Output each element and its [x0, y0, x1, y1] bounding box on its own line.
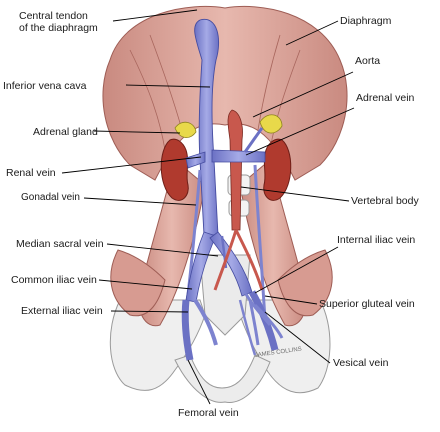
renal-vein-left	[185, 151, 206, 169]
label-internal-iliac-vein: Internal iliac vein	[337, 234, 416, 246]
common-iliac-vein-right	[209, 231, 253, 297]
iliac-arteries	[213, 229, 264, 291]
pelvic-bone-right	[239, 299, 331, 394]
label-central-tendon: Central tendon of the diaphragm	[19, 10, 119, 34]
adrenal-vein-right	[243, 127, 264, 153]
pubic-bone	[174, 354, 271, 403]
iliacus-left	[110, 249, 166, 317]
label-adrenal-gland: Adrenal gland	[33, 126, 98, 138]
label-adrenal-vein: Adrenal vein	[356, 92, 415, 104]
gonadal-vein-right	[253, 164, 267, 321]
label-superior-gluteal-vein: Superior gluteal vein	[319, 298, 415, 310]
label-aorta: Aorta	[355, 55, 381, 67]
internal-iliac-vein-left	[193, 298, 218, 346]
internal-iliac-vein-right	[244, 293, 284, 346]
iliacus-right	[277, 249, 333, 317]
label-vertebral-body: Vertebral body	[351, 195, 419, 207]
label-common-iliac-vein: Common iliac vein	[11, 274, 97, 286]
label-femoral-vein: Femoral vein	[178, 407, 239, 419]
pelvic-bone	[109, 299, 206, 391]
label-gonadal-vein: Gonadal vein	[21, 192, 80, 203]
diaphragm-muscle	[102, 5, 348, 181]
label-diaphragm: Diaphragm	[340, 15, 392, 27]
label-median-sacral-vein: Median sacral vein	[16, 238, 104, 250]
label-inferior-vena-cava: Inferior vena cava	[3, 80, 87, 92]
adrenal-gland-left	[174, 121, 197, 138]
kidney-right	[263, 138, 292, 201]
label-central-tendon-line2: of the diaphragm	[19, 22, 98, 34]
external-iliac-vein-left	[181, 299, 194, 361]
vesical-vein	[238, 299, 257, 356]
diaphragm-fibers	[129, 34, 301, 151]
label-renal-vein: Renal vein	[6, 167, 56, 179]
renal-vein-right	[211, 149, 266, 163]
label-external-iliac-vein: External iliac vein	[21, 305, 103, 317]
leader-lines	[61, 9, 355, 405]
label-central-tendon-line1: Central tendon	[19, 10, 88, 22]
adrenal-gland-right	[259, 114, 283, 134]
kidney-left	[160, 138, 189, 201]
label-vesical-vein: Vesical vein	[333, 357, 389, 369]
